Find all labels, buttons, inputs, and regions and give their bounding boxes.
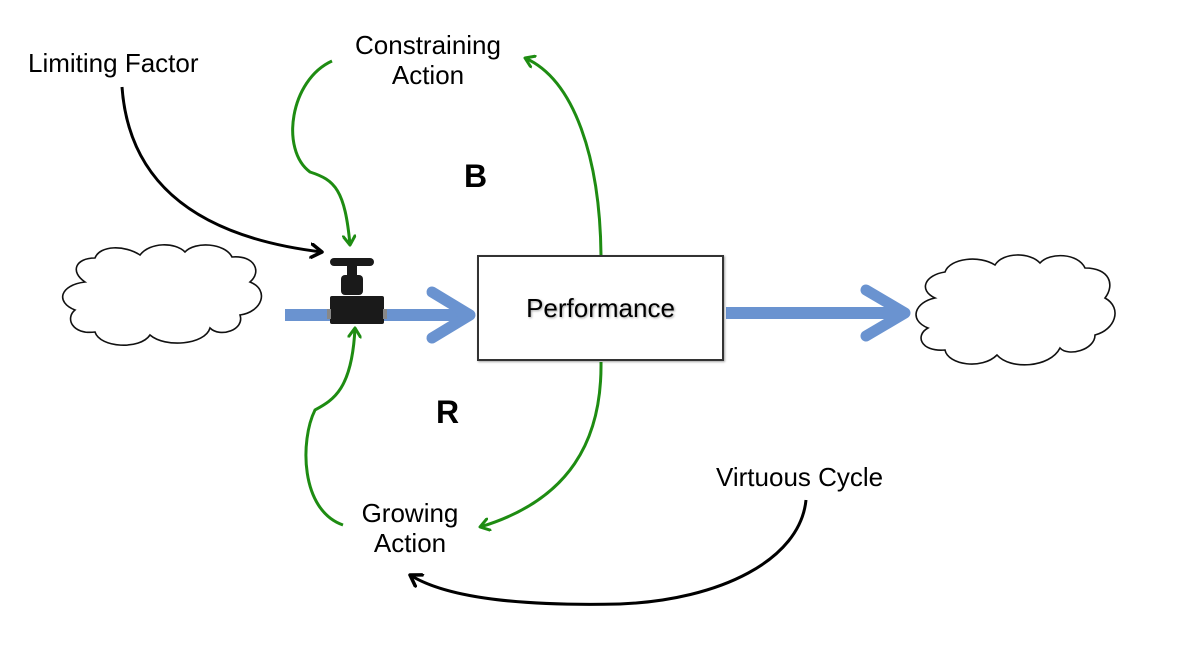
inflow-arrowhead (426, 286, 476, 344)
link-constraining-action-to-valve (291, 59, 350, 245)
link-virtuous-cycle-to-growing-action (410, 499, 808, 606)
link-growing-action-to-valve (304, 328, 355, 527)
label-constraining-action: Constraining Action (346, 30, 510, 90)
label-constraining-action-line1: Constraining (355, 30, 501, 60)
link-limiting-factor-to-valve (120, 86, 322, 252)
sink-cloud-icon (915, 254, 1116, 366)
balancing-loop-marker: B (464, 158, 488, 194)
label-limiting-factor: Limiting Factor (28, 48, 199, 78)
label-growing-action-line1: Growing (361, 498, 459, 528)
link-performance-to-growing-action (480, 361, 603, 527)
valve-icon (327, 258, 387, 324)
stock-performance-label: Performance (526, 292, 675, 323)
source-cloud-icon (61, 244, 263, 346)
label-growing-action-line2: Action (373, 528, 447, 558)
outflow-arrowhead (860, 284, 911, 342)
stock-performance: Performance (477, 255, 724, 361)
label-constraining-action-line2: Action (391, 60, 465, 90)
label-growing-action: Growing Action (350, 498, 470, 558)
label-virtuous-cycle: Virtuous Cycle (716, 462, 884, 492)
reinforcing-loop-marker: R (436, 394, 460, 430)
link-performance-to-constraining-action (525, 58, 603, 256)
